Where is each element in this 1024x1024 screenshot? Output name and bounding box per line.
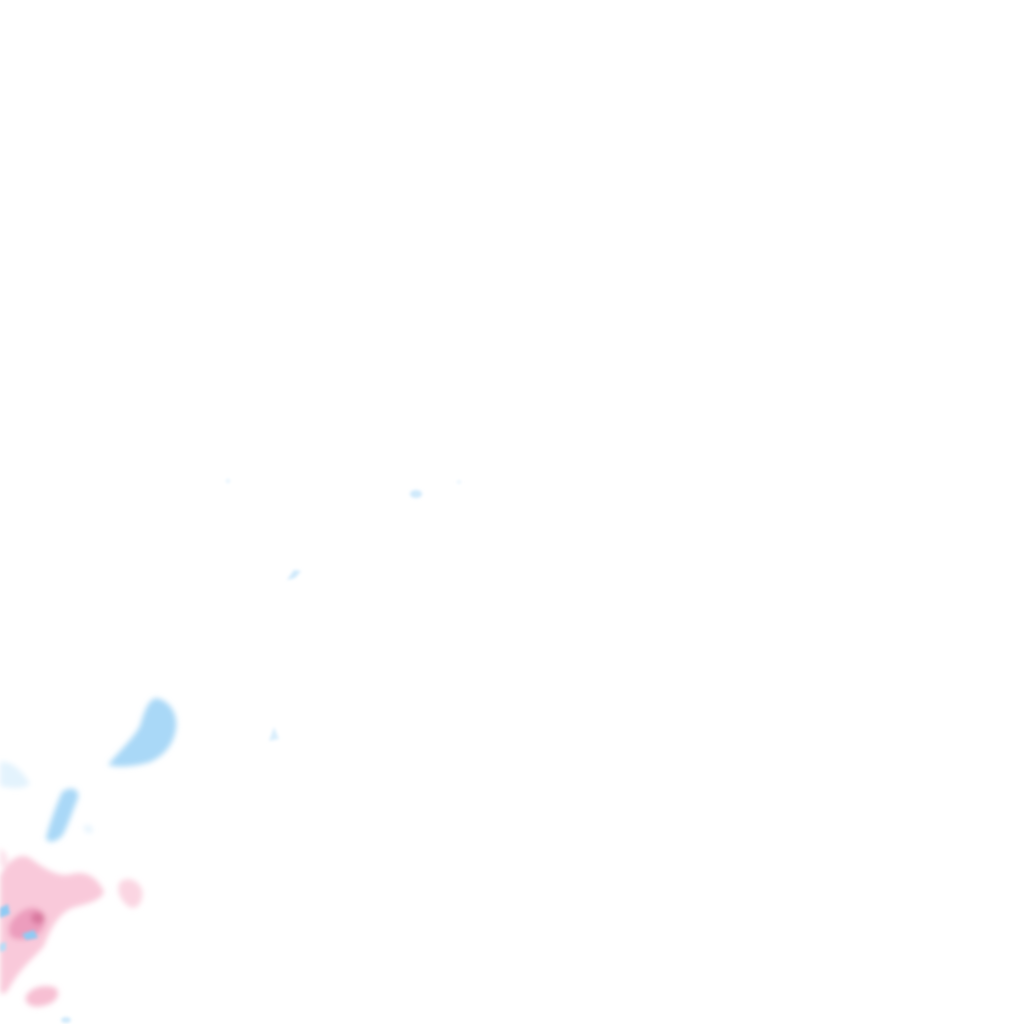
mixed-cell-bottom xyxy=(25,986,59,1007)
rain-speck xyxy=(287,570,301,580)
light-rain-cells-left xyxy=(0,761,93,842)
scattered-light-rain-cells xyxy=(61,479,461,1023)
mixed-cell-right xyxy=(118,879,143,908)
rain-speck xyxy=(269,727,279,741)
rain-speck xyxy=(61,1017,71,1023)
rain-speck xyxy=(457,480,461,484)
light-rain-cell-main xyxy=(108,698,177,767)
rain-speck xyxy=(410,490,422,498)
mixed-cell-large xyxy=(0,856,104,994)
mixed-cell-core-dark xyxy=(31,912,45,924)
rain-speck xyxy=(226,479,230,483)
mixed-cell-edge xyxy=(0,848,8,867)
mixed-precipitation-cells xyxy=(0,848,143,1007)
embedded-rain-flecks xyxy=(0,904,38,952)
